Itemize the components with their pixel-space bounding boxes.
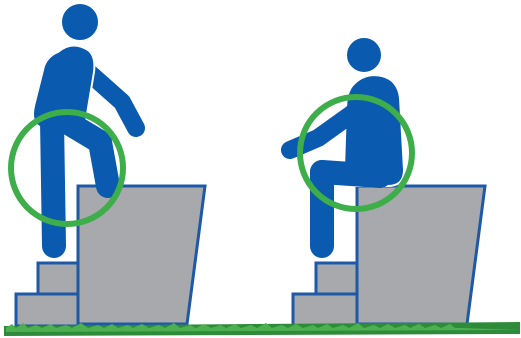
left-platform	[78, 186, 205, 324]
right-step-upper	[316, 263, 357, 294]
grass-strip	[4, 322, 520, 336]
standing-panel	[11, 3, 205, 326]
left-back-leg	[52, 120, 54, 246]
right-steps	[293, 263, 357, 326]
left-steps	[16, 263, 78, 326]
left-step-lower	[16, 294, 78, 326]
right-step-lower	[293, 294, 357, 326]
left-step-upper	[38, 263, 78, 294]
seated-panel	[290, 37, 485, 326]
right-head	[346, 37, 382, 73]
left-front-leg	[70, 124, 108, 186]
left-head	[61, 3, 99, 41]
